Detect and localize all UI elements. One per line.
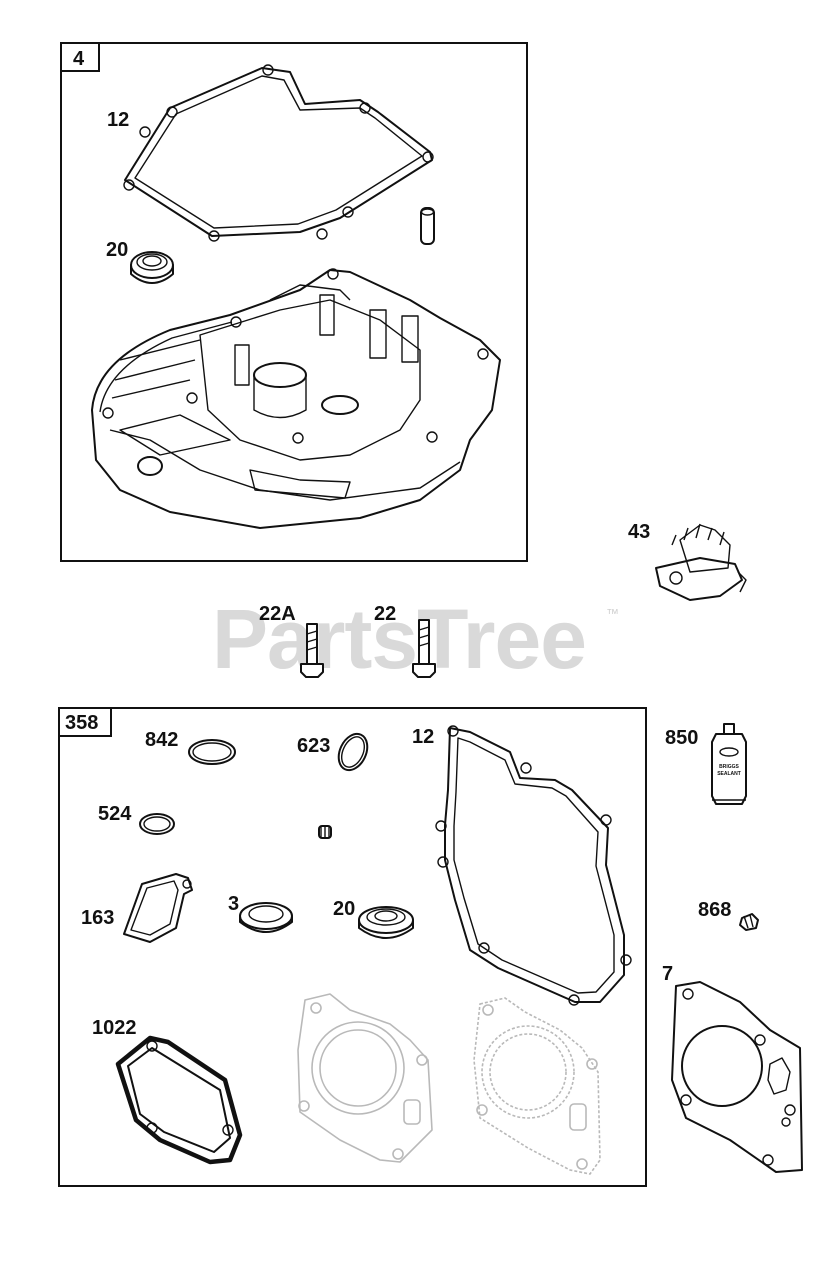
oil-seal-top[interactable] [130, 251, 174, 284]
callout-43: 43 [628, 521, 650, 543]
fitting-868[interactable] [739, 913, 759, 931]
gasket-1022[interactable] [115, 1035, 243, 1165]
callout-20-top: 20 [106, 239, 128, 261]
governor-assembly[interactable] [655, 523, 747, 601]
sealant-type-text: SEALANT [717, 771, 741, 777]
o-ring-524[interactable] [139, 813, 175, 835]
group-4: 4 [60, 42, 528, 562]
group-358-tag [58, 707, 112, 737]
callout-7: 7 [662, 963, 673, 985]
sealant-brand-text: BRIGGS [719, 764, 739, 770]
gasket-163[interactable] [123, 873, 193, 943]
head-gasket-7[interactable] [671, 981, 803, 1173]
group-358: 358 [58, 707, 647, 1187]
callout-12-top: 12 [107, 109, 129, 131]
callout-623: 623 [297, 735, 330, 757]
watermark-trademark: ™ [606, 606, 619, 621]
bolt-22a[interactable] [300, 623, 324, 678]
callout-12-kit: 12 [412, 726, 434, 748]
seal-3[interactable] [239, 902, 293, 933]
head-gasket-faint-left[interactable] [297, 993, 433, 1163]
callout-524: 524 [98, 803, 132, 825]
sealant-tube[interactable]: BRIGGS SEALANT [711, 723, 747, 805]
callout-842: 842 [145, 729, 178, 751]
group-4-label: 4 [73, 48, 85, 70]
dowel-pin[interactable] [420, 207, 435, 245]
head-gasket-faint-right[interactable] [473, 997, 601, 1175]
group-358-frame [58, 707, 647, 1187]
crankcase-sump[interactable] [91, 268, 501, 529]
crankcase-gasket-top[interactable] [123, 64, 434, 242]
seal-20[interactable] [358, 906, 414, 939]
callout-163: 163 [81, 907, 114, 929]
crankcase-gasket-kit[interactable] [435, 725, 632, 1006]
o-ring-842[interactable] [188, 739, 236, 765]
callout-20-kit: 20 [333, 898, 355, 920]
callout-22a: 22A [259, 603, 296, 625]
bolt-22[interactable] [412, 619, 436, 678]
callout-868: 868 [698, 899, 731, 921]
group-358-label: 358 [65, 712, 98, 734]
watermark-text: PartsTree [212, 592, 586, 686]
callout-22: 22 [374, 603, 396, 625]
group-4-tag [60, 42, 100, 72]
callout-850: 850 [665, 727, 698, 749]
callout-3: 3 [228, 893, 239, 915]
small-plug[interactable] [318, 825, 332, 839]
group-4-frame [60, 42, 528, 562]
o-ring-623[interactable] [333, 729, 373, 774]
callout-1022: 1022 [92, 1017, 137, 1039]
